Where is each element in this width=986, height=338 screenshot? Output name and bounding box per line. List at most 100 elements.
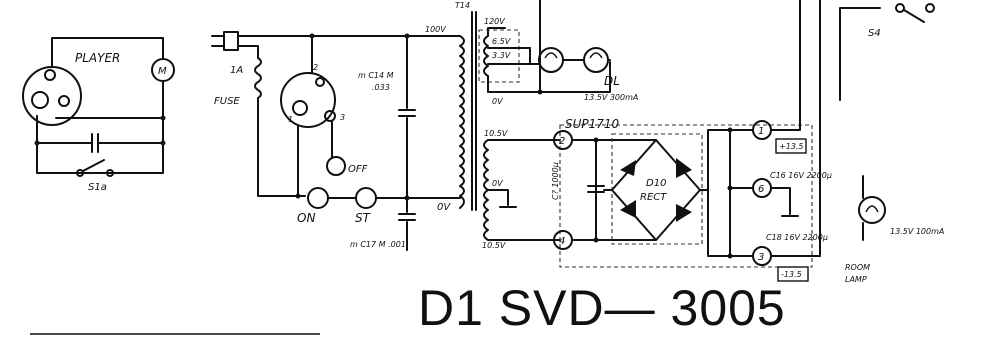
s4-label: S4 (868, 28, 881, 39)
terminal-3-label: 3 (758, 252, 764, 263)
s4-contact-b (925, 3, 935, 13)
on-label: ON (297, 211, 315, 225)
motor-label: M (158, 66, 167, 77)
switch-pin-3 (324, 110, 336, 122)
room-lamp (858, 196, 886, 224)
dial-lamp-1 (538, 47, 564, 73)
sec-120v-label: 120V (484, 17, 505, 26)
minus-voltage: -13.5 (781, 270, 802, 279)
diode-3 (620, 200, 636, 218)
s1a-contact-b (106, 169, 114, 177)
c14-label: m C14 M (358, 71, 394, 80)
primary-capacitors: m C14 M .033 m C17 M .001 (350, 33, 416, 251)
player-label: PLAYER (75, 51, 120, 65)
rect-label-1: D10 (646, 178, 666, 189)
dial-lamp-2-filament (589, 52, 603, 59)
starter-terminal (355, 187, 377, 209)
bridge-plus-out (699, 129, 753, 191)
terminal-2-label: 2 (559, 136, 565, 147)
player-section: M PLAYER S1a (22, 37, 175, 193)
fuse-feed-wire (237, 45, 259, 59)
plug-body (223, 31, 239, 51)
sec-upper-box (478, 29, 520, 83)
rectifier-block: SUP1710 2 4 C? 1000μ D10 RECT 1 6 (551, 117, 832, 282)
plus-voltage-box (775, 138, 807, 154)
s1a-lever (82, 159, 105, 172)
diode-4 (676, 204, 692, 222)
tap-0v-label: 0V (437, 202, 451, 213)
diode-package-label: SUP1710 (565, 117, 620, 131)
sec-upper-return (487, 61, 611, 93)
secondary-winding-upper (483, 35, 489, 77)
c17-label: m C17 M .001 (350, 240, 406, 249)
s4-wire (839, 7, 881, 101)
cap-left-wire (36, 115, 93, 144)
line-switch: 2 1 3 OFF ON ST (280, 33, 461, 225)
side-cap-label: C? 1000μ (551, 162, 560, 200)
s4-lever (903, 9, 925, 23)
room-lamp-label-1: ROOM (845, 263, 870, 272)
diagram-title: D1 SVD— 3005 (418, 280, 786, 336)
rectifier-outline (559, 124, 813, 268)
switch-body (280, 72, 336, 128)
minus-voltage-box (777, 266, 809, 282)
switch-pin-3-label: 3 (340, 113, 345, 122)
off-label: OFF (348, 164, 368, 175)
plus-voltage: +13.5 (779, 142, 804, 151)
sec-0v-label: 0V (492, 97, 503, 106)
bridge-diamond (611, 139, 701, 241)
sec-105v-b-label: 10.5V (482, 241, 506, 250)
dial-lamp-label: DL (604, 74, 620, 88)
room-lamp-filament (865, 205, 879, 213)
c18-label: C18 16V 2200μ (766, 233, 828, 242)
primary-winding (459, 35, 465, 209)
c14-value: .033 (372, 83, 390, 92)
socket-pin-b (58, 95, 70, 107)
lamp-feed-a (529, 47, 541, 65)
dial-lamp-rating: 13.5V 300mA (584, 93, 638, 102)
s1a-contact-a (76, 169, 84, 177)
bridge-outline (611, 133, 703, 245)
fuse-symbol (254, 57, 262, 99)
sec-105v-label: 10.5V (484, 129, 508, 138)
t6-ground-wire (770, 187, 791, 215)
diode-2 (676, 158, 692, 178)
dial-lamp-1-filament (544, 52, 558, 59)
diode-1 (620, 160, 636, 176)
s1a-label: S1a (88, 182, 107, 193)
mains-section: 1A FUSE (211, 31, 461, 197)
switch-pin-1-label: 1 (288, 115, 293, 124)
power-transformer: T14 100V 0V 120V 6.5V 3.3V 0V 10.5V 0V 1… (425, 0, 611, 250)
bridge-minus-out (707, 189, 753, 257)
terminal-6-label: 6 (758, 184, 764, 195)
dial-lamp-2 (583, 47, 609, 73)
tap-100v-label: 100V (425, 25, 446, 34)
fuse-rating: 1A (230, 65, 243, 76)
s4-contact-a (895, 3, 905, 13)
switch-pin-2-label: 2 (313, 63, 318, 72)
switch-pin-2 (315, 77, 325, 87)
c16-label: C16 16V 2200μ (770, 171, 832, 180)
plus-rail-up (770, 0, 801, 131)
terminal-1-label: 1 (758, 126, 764, 137)
player-right-wire (36, 80, 164, 174)
room-lamp-label-2: LAMP (845, 275, 867, 284)
center-tap-wire (487, 189, 509, 206)
switch-pin-1 (292, 100, 308, 116)
rect-label-2: RECT (640, 192, 667, 203)
starter-label: ST (355, 211, 372, 225)
fuse-down-wire (257, 97, 306, 197)
room-lamp-rating: 13.5V 100mA (890, 227, 944, 236)
terminal-4-label: 4 (559, 236, 565, 247)
room-lamp-section: S4 13.5V 100mA ROOM LAMP (770, 0, 944, 284)
sec-65v-label: 6.5V (492, 37, 511, 46)
player-top-wire (51, 37, 164, 68)
dial-lamps: DL 13.5V 300mA (529, 47, 638, 102)
on-terminal (307, 187, 329, 209)
player-socket (22, 66, 82, 126)
socket-pin-a (31, 91, 49, 109)
off-terminal (326, 156, 346, 176)
transformer-label: T14 (455, 1, 470, 10)
sec-120v-lead (487, 27, 506, 37)
sec-mid-0v-label: 0V (492, 179, 503, 188)
